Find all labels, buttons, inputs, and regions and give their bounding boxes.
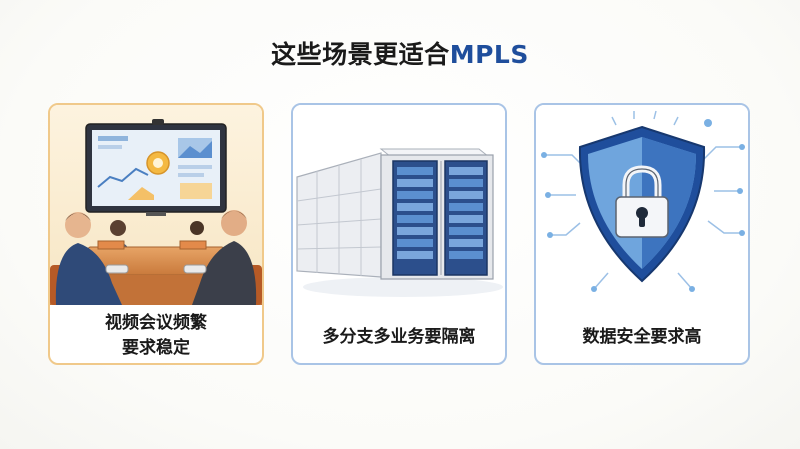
server-rack-icon [293,105,505,305]
card-label: 多分支多业务要隔离 [322,327,476,347]
title-prefix: 这些场景更适合 [271,40,450,69]
video-conference-icon [50,105,262,305]
card-data-security: 数据安全要求高 [534,103,750,365]
card-label: 数据安全要求高 [582,327,702,347]
card-label: 视频会议频繁 要求稳定 [50,311,262,361]
card-branch-isolation: 多分支多业务要隔离 [291,103,507,365]
card-label-line: 视频会议频繁 [105,313,207,333]
security-shield-icon [536,105,748,305]
card-video-conference: 视频会议频繁 要求稳定 [48,103,264,365]
title-accent: MPLS [449,40,529,69]
card-label-line: 要求稳定 [122,338,190,358]
page-title: 这些场景更适合MPLS [0,38,800,72]
